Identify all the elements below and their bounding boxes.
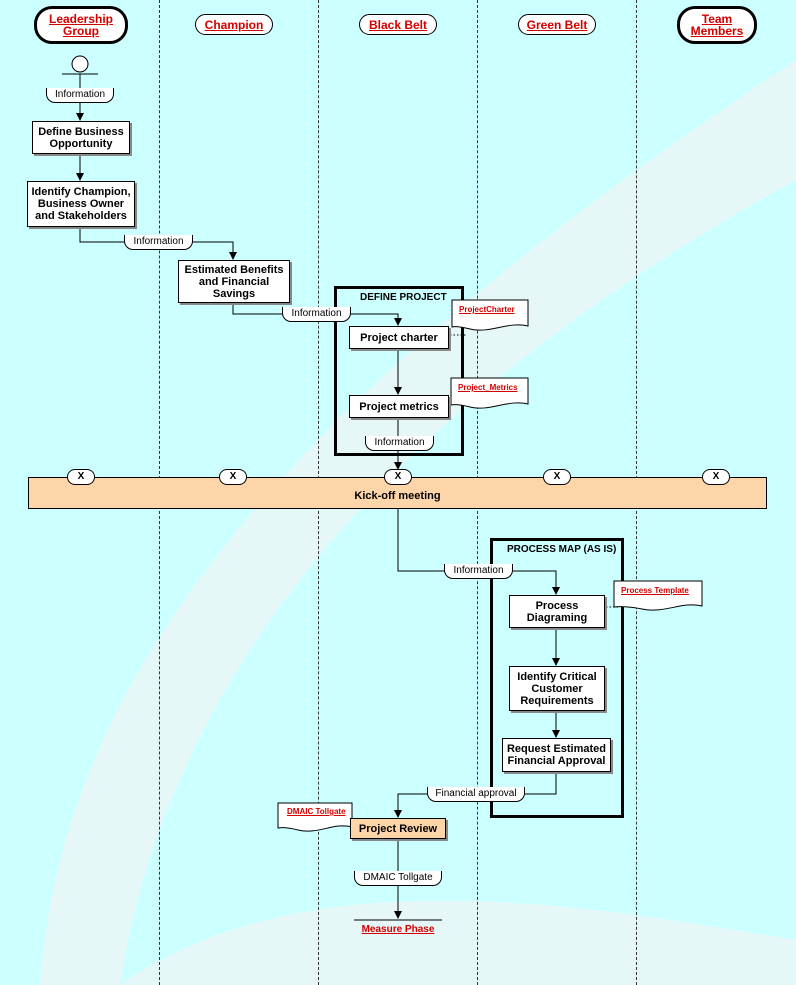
lane-header-leadership-group[interactable]: Leadership Group <box>34 6 128 44</box>
step-identify-champion[interactable]: Identify Champion, Business Owner and St… <box>27 181 135 227</box>
document-shape <box>613 580 703 611</box>
document-shape <box>277 802 353 832</box>
link-project-charter[interactable]: ProjectCharter <box>459 305 515 314</box>
flow-label-information: Information <box>365 436 434 451</box>
flow-label-information: Information <box>124 235 193 250</box>
document-shape <box>450 377 529 409</box>
step-estimated-benefits[interactable]: Estimated Benefits and Financial Savings <box>178 260 290 303</box>
step-request-estimated-financial-approval[interactable]: Request Estimated Financial Approval <box>502 738 611 772</box>
document-shape <box>451 299 529 331</box>
kickoff-marker: X <box>67 469 95 485</box>
flow-label-information: Information <box>46 88 114 103</box>
flow-label-information: Information <box>282 307 351 322</box>
lane-header-green-belt[interactable]: Green Belt <box>518 14 596 35</box>
step-project-metrics[interactable]: Project metrics <box>349 395 449 418</box>
step-define-business-opportunity[interactable]: Define Business Opportunity <box>32 121 130 154</box>
kickoff-marker: X <box>219 469 247 485</box>
link-project-metrics[interactable]: Project_Metrics <box>458 383 518 392</box>
lane-header-black-belt[interactable]: Black Belt <box>359 14 437 35</box>
link-dmaic-tollgate[interactable]: DMAIC Tollgate <box>287 807 346 816</box>
step-project-charter[interactable]: Project charter <box>349 326 449 349</box>
step-process-diagraming[interactable]: Process Diagraming <box>509 595 605 628</box>
step-identify-critical-customer-requirements[interactable]: Identify Critical Customer Requirements <box>509 666 605 711</box>
process-map-group <box>490 538 624 818</box>
link-process-template[interactable]: Process Template <box>621 586 689 595</box>
define-project-group <box>334 286 464 456</box>
end-measure-phase[interactable]: Measure Phase <box>361 924 435 935</box>
kickoff-marker: X <box>384 469 412 485</box>
define-project-title: DEFINE PROJECT <box>360 292 447 303</box>
flow-label-financial-approval: Financial approval <box>427 787 525 802</box>
flow-label-dmaic-tollgate: DMAIC Tollgate <box>354 871 442 886</box>
kickoff-marker: X <box>702 469 730 485</box>
process-map-title: PROCESS MAP (AS IS) <box>507 544 617 555</box>
step-project-review[interactable]: Project Review <box>350 818 446 839</box>
lane-header-team-members[interactable]: Team Members <box>677 6 757 44</box>
lane-header-champion[interactable]: Champion <box>195 14 273 35</box>
flow-label-information: Information <box>444 564 513 579</box>
kickoff-marker: X <box>543 469 571 485</box>
kickoff-meeting-label: Kick-off meeting <box>354 490 441 502</box>
